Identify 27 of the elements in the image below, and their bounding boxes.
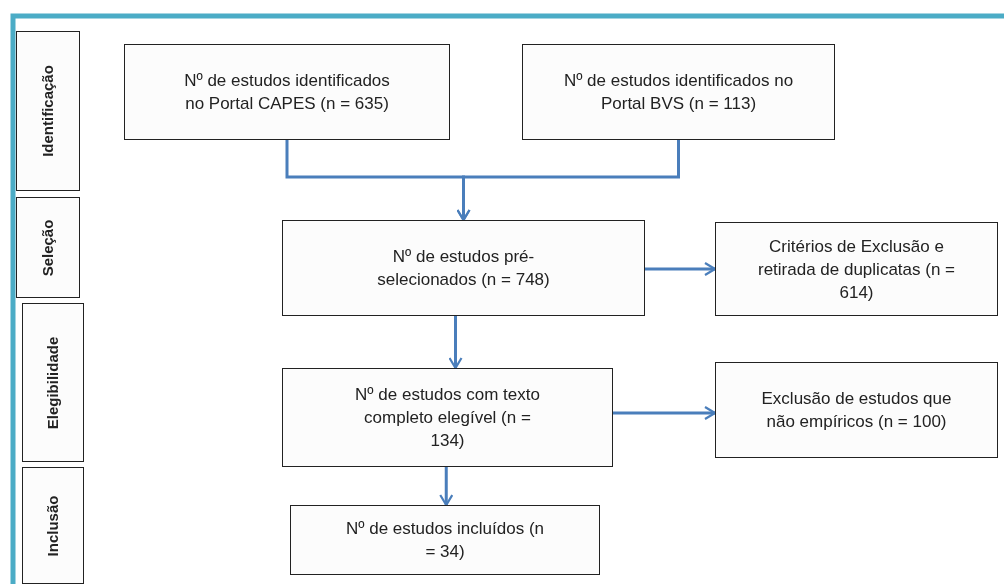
process-box: [522, 44, 835, 140]
box-text: Nº de estudos identificados no Portal BVS (n = 113): [562, 70, 795, 115]
arrow: [448, 316, 463, 370]
stage-label-box: [22, 467, 84, 584]
arrow: [439, 467, 454, 507]
box-text: Nº de estudos incluídos (n = 34): [344, 518, 545, 563]
stage-label-box: [16, 197, 80, 298]
process-box: [290, 505, 600, 575]
process-box: [282, 368, 613, 467]
box-text: Critérios de Exclusão e retirada de duplicatas (n = 614): [756, 235, 956, 304]
box-text: Nº de estudos identificados no Portal CAPES (n = 635): [183, 70, 391, 115]
arrow: [613, 405, 717, 421]
box-text: Nº de estudos com texto completo elegível (n = 134): [354, 384, 541, 452]
arrow: [645, 261, 717, 277]
stage-label-box: [16, 31, 80, 191]
process-box: [715, 222, 998, 316]
process-box: [715, 362, 998, 458]
box-text: Nº de estudos pré-selecionados (n = 748): [376, 246, 551, 291]
stage-label: Inclusão: [44, 495, 62, 556]
stage-label: Identificação: [39, 65, 57, 157]
process-box: [124, 44, 450, 140]
stage-label: Seleção: [39, 219, 57, 276]
arrow: [456, 140, 680, 222]
process-box: [282, 220, 645, 316]
stage-label-box: [22, 303, 84, 462]
stage-label: Elegibilidade: [44, 336, 62, 429]
box-text: Exclusão de estudos que não empíricos (n = 100): [760, 388, 953, 433]
